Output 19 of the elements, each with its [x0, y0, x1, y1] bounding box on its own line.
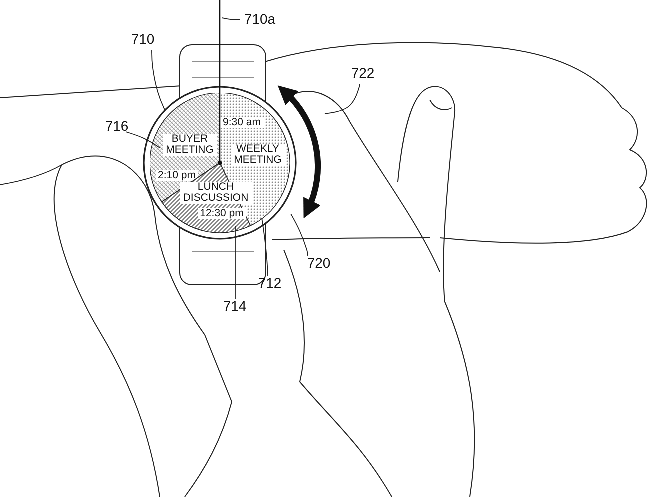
callout-number: 712	[255, 276, 285, 294]
leader-line	[324, 84, 360, 114]
leader-line	[152, 50, 166, 110]
event-text: WEEKLY MEETING	[231, 144, 285, 166]
event-text: BUYER MEETING	[163, 134, 217, 156]
event-text: 9:30 am	[219, 118, 265, 128]
leader-line	[262, 218, 268, 276]
callout-number: 710a	[240, 12, 280, 30]
leader-line	[126, 132, 160, 148]
callout-number: 720	[304, 256, 334, 274]
callout-number: 714	[220, 299, 250, 317]
event-text: LUNCH DISCUSSION	[180, 182, 252, 204]
leader-line	[222, 18, 240, 20]
event-text: 2:10 pm	[156, 170, 198, 182]
callout-number: 722	[348, 66, 378, 84]
leader-line	[290, 214, 308, 256]
event-text: 12:30 pm	[198, 208, 246, 220]
callout-number: 710	[128, 32, 158, 50]
callout-number: 716	[102, 119, 132, 137]
